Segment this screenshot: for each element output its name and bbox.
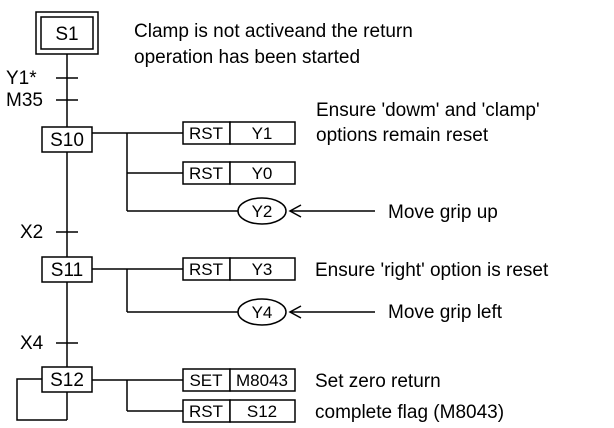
transition-m35-label: M35 — [6, 90, 43, 111]
coil-y4-label: Y4 — [252, 303, 273, 322]
y2-arrow-icon — [288, 204, 302, 218]
s12-note: complete flag (M8043) — [315, 402, 504, 423]
rst-y0-dev: Y0 — [252, 164, 273, 183]
rst-s12-dev: S12 — [247, 402, 277, 421]
step-s10-label: S10 — [50, 130, 84, 151]
coil-y4 — [237, 298, 287, 326]
y2-note: Move grip up — [388, 202, 498, 223]
step-s11-label: S11 — [51, 260, 83, 281]
y4-note: Move grip left — [388, 302, 503, 323]
rst-s12-dev-box — [229, 399, 296, 423]
set-m8043-dev-box — [229, 368, 296, 392]
coil-y2-label: Y2 — [252, 202, 273, 221]
transition-x2-label: X2 — [20, 222, 43, 243]
s1-note-line1: Clamp is not activeand the return — [134, 21, 413, 42]
step-s1-label: S1 — [55, 24, 78, 45]
rst-y0-dev-box — [229, 161, 296, 185]
rst-y1-dev: Y1 — [252, 124, 273, 143]
s1-note-line2: operation has been started — [134, 47, 360, 68]
step-s12-label: S12 — [50, 370, 84, 391]
coil-y2 — [237, 197, 287, 225]
set-m8043-op: SET — [189, 371, 222, 390]
s10-note-line1: Ensure 'dowm' and 'clamp' — [316, 100, 540, 121]
m8043-note: Set zero return — [315, 371, 441, 392]
step-s1-outer — [35, 11, 99, 55]
rst-s12-op: RST — [189, 402, 223, 421]
step-s1-inner — [40, 16, 94, 50]
rst-y1-dev-box — [229, 121, 296, 145]
rst-y0-op: RST — [189, 164, 223, 183]
set-m8043-dev: M8043 — [236, 371, 288, 390]
transition-y1-label: Y1* — [6, 68, 37, 89]
y3-note: Ensure 'right' option is reset — [315, 260, 549, 281]
rst-y3-dev: Y3 — [252, 260, 273, 279]
s10-note-line2: options remain reset — [316, 125, 489, 146]
loop-back-line — [16, 378, 67, 421]
step-s12-box — [41, 366, 93, 393]
step-s10-box — [41, 126, 93, 153]
y4-arrow-icon — [288, 305, 302, 319]
transition-x4-label: X4 — [20, 333, 44, 354]
rst-y3-dev-box — [229, 257, 296, 281]
rst-y3-op: RST — [189, 260, 223, 279]
rst-y1-op: RST — [189, 124, 223, 143]
